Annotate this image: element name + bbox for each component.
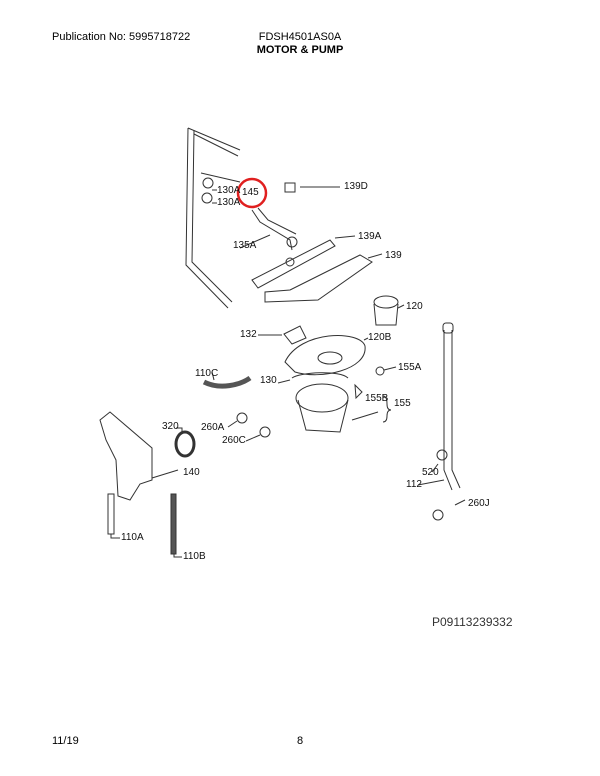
callout-130a: 130A (217, 197, 241, 208)
highlight-circle (236, 177, 268, 209)
callout-110a: 110A (121, 532, 144, 543)
callout-112: 112 (406, 479, 422, 490)
callout-110c: 110C (195, 368, 219, 379)
model-number: FDSH4501AS0A (258, 31, 342, 43)
callout-320: 320 (162, 421, 179, 432)
section-title: MOTOR & PUMP (256, 44, 344, 56)
callout-130: 130 (260, 375, 277, 386)
callout-120: 120 (406, 301, 423, 312)
callout-145[interactable]: 145 (242, 187, 259, 198)
callout-132: 132 (240, 329, 257, 340)
callout-260c: 260C (222, 435, 246, 446)
callout-110b: 110B (183, 551, 206, 562)
callout-260a: 260A (201, 422, 225, 433)
callout-139: 139 (385, 250, 402, 261)
callout-135a: 135A (233, 240, 257, 251)
publication-number: Publication No: 5995718722 (52, 31, 191, 43)
callout-120b: 120B (368, 332, 392, 343)
diagram-code: P09113239332 (432, 615, 513, 629)
page-number: 8 (296, 735, 304, 747)
callout-520: 520 (422, 467, 439, 478)
callout-155: 155 (394, 398, 411, 409)
callout-139a: 139A (358, 231, 382, 242)
callout-155b: 155B (365, 393, 389, 404)
callout-260j: 260J (468, 498, 490, 509)
callout-155a: 155A (398, 362, 422, 373)
callout-139d: 139D (344, 181, 368, 192)
footer-date: 11/19 (52, 735, 79, 747)
callout-140: 140 (183, 467, 200, 478)
callout-130a: 130A (217, 185, 241, 196)
